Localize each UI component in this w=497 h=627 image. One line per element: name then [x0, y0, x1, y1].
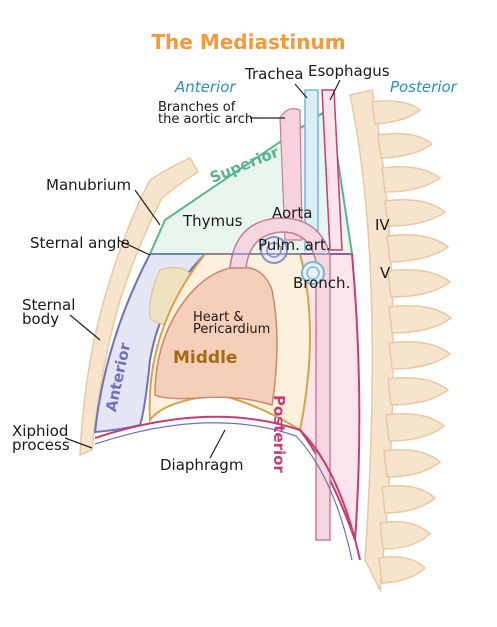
trachea-label: Trachea [245, 65, 304, 83]
page-title: The Mediastinum [151, 30, 346, 54]
sternum [79, 157, 200, 457]
sternal-angle-label: Sternal angle [30, 234, 130, 252]
vertebral-column [349, 89, 453, 593]
sternal-body-label: Sternal body [22, 296, 76, 329]
diaphragm-label: Diaphragm [160, 456, 244, 474]
pulmonary-artery [260, 236, 288, 264]
vertebra-v-label: V [380, 264, 391, 282]
aortic-arch [229, 217, 331, 541]
vertebra-iv-label: IV [375, 216, 390, 234]
airway-tubes [279, 89, 343, 251]
bronchus [301, 261, 325, 285]
pulmonary-artery-label: Pulm. art. [258, 236, 331, 254]
esophagus-label: Esophagus [308, 62, 390, 80]
heart-shape [154, 266, 278, 406]
xiphoid-process-label: Xiphiod process [12, 422, 70, 455]
posterior-direction: Posterior [390, 78, 457, 96]
heart-label: Heart & Pericardium [193, 310, 271, 338]
leader-lines [64, 79, 341, 459]
posterior-region-label: Posterior [270, 395, 288, 473]
aorta-label: Aorta [272, 204, 313, 222]
diaphragm-line [94, 415, 361, 561]
middle-region-label: Middle [173, 348, 238, 368]
manubrium-label: Manubrium [46, 176, 132, 194]
bronchus-label: Bronch. [293, 274, 351, 292]
aortic-branches-label: Branches of the aortic arch [158, 100, 254, 128]
anterior-direction: Anterior [175, 78, 236, 96]
thymus-label: Thymus [183, 212, 243, 230]
